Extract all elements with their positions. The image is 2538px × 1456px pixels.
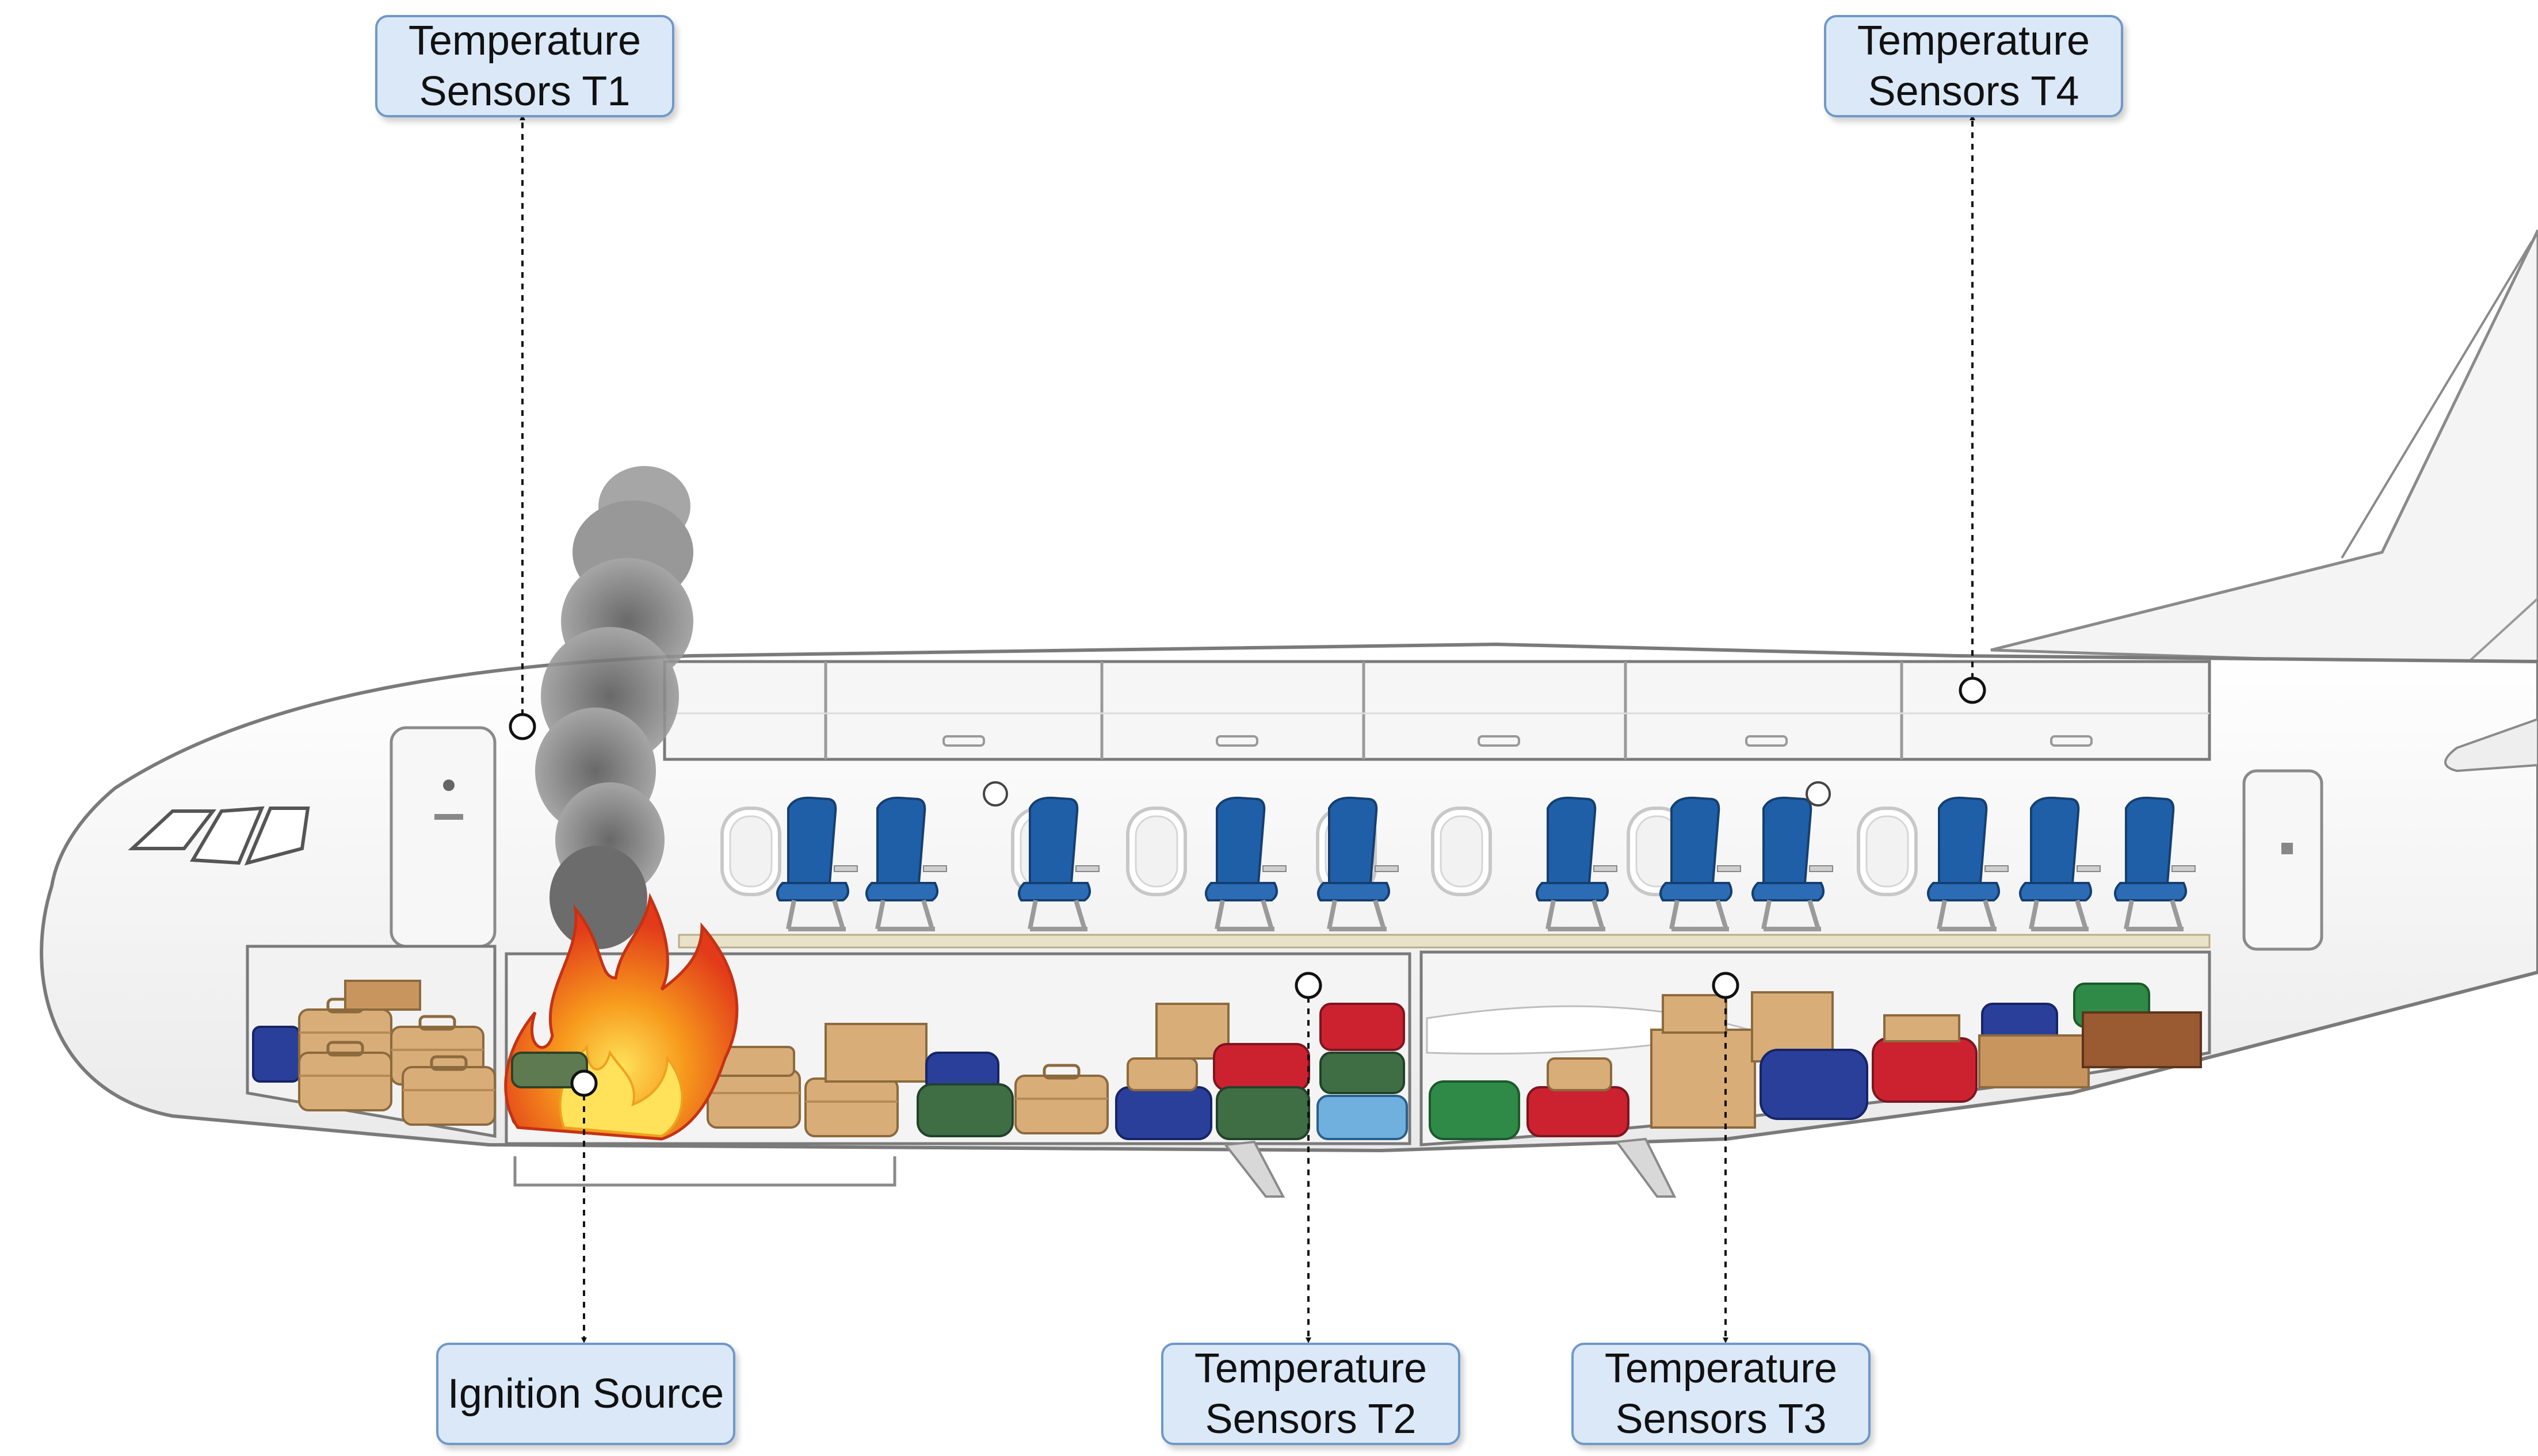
label-ignition-line1: Ignition Source [447,1371,724,1417]
sensor-point-icon [1712,972,1739,999]
luggage-icon [1650,1029,1756,1129]
label-temperature-sensors-t1: Temperature Sensors T1 [375,15,674,117]
aft-door [2242,769,2323,951]
luggage-icon [1115,1086,1212,1140]
horizontal-stabilizer [2444,717,2538,773]
main-gear-front [1223,1140,1285,1198]
sensor-point-icon [570,1069,598,1097]
luggage-icon [403,1057,495,1125]
luggage-icon [1526,1086,1629,1137]
label-t2-line2: Sensors T2 [1205,1396,1417,1442]
sensor-point-icon [509,713,536,740]
luggage-icon [1883,1014,1960,1042]
luggage-icon [1319,1003,1405,1051]
overhead-bins [663,660,2211,761]
main-gear-rear [1615,1137,1677,1198]
sensor-point-icon [1295,972,1322,999]
luggage-icon [1216,1086,1310,1140]
sensor-points [509,677,1986,1097]
luggage-icon [511,1052,588,1088]
luggage-icon [825,1023,928,1083]
label-temperature-sensors-t2: Temperature Sensors T2 [1161,1343,1460,1445]
ignition-bracket [513,1156,896,1187]
luggage-icon [917,1083,1014,1137]
luggage-icon [1547,1057,1612,1091]
label-ignition-source: Ignition Source [436,1343,735,1445]
label-t4-line2: Sensors T4 [1868,68,2079,114]
luggage-icon [1319,1052,1405,1094]
luggage-icon [1429,1080,1520,1140]
luggage-icon [1760,1049,1868,1120]
tail-fin [1990,229,2538,669]
luggage-icon [1662,994,1727,1034]
luggage-icon [1978,1034,2090,1088]
label-t1-line2: Sensors T1 [419,68,631,114]
label-t3-line1: Temperature [1604,1346,1838,1392]
luggage [252,980,2202,1140]
luggage-icon [1316,1095,1408,1140]
luggage-icon [2082,1011,2202,1068]
luggage-icon [1127,1057,1198,1091]
luggage-icon [1872,1037,1978,1103]
forward-door [390,726,497,948]
smoke-icon [535,466,693,949]
sensor-point-icon [1959,677,1986,704]
label-temperature-sensors-t4: Temperature Sensors T4 [1824,15,2123,117]
label-t4-line1: Temperature [1857,18,2090,64]
luggage-icon [252,1026,300,1083]
cabin-floor [678,934,2211,949]
label-t2-line1: Temperature [1194,1346,1428,1392]
luggage-icon [1016,1065,1108,1133]
luggage-icon [1213,1043,1310,1091]
label-temperature-sensors-t3: Temperature Sensors T3 [1571,1343,1871,1445]
cockpit-windows [128,806,310,866]
luggage-icon [299,1042,391,1110]
label-t3-line2: Sensors T3 [1615,1396,1827,1442]
leader-lines [520,114,1975,1343]
label-t1-line1: Temperature [408,18,642,64]
